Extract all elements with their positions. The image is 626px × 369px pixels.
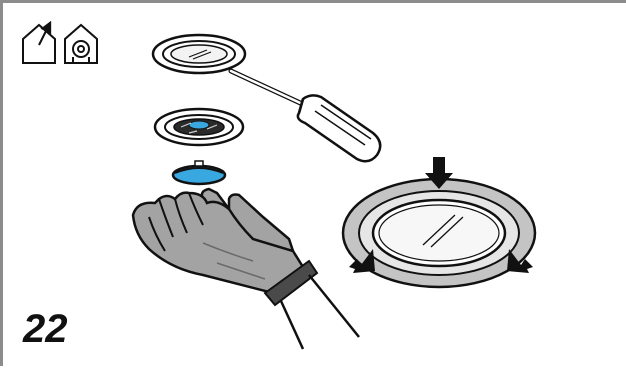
screwdriver-icon xyxy=(231,71,380,161)
lamp-holder xyxy=(155,109,243,145)
lamp-cover-top xyxy=(153,35,245,73)
led-lamp xyxy=(173,161,225,184)
exhaust-mode-icon xyxy=(23,25,55,63)
step-number: 22 xyxy=(23,309,68,349)
illustration xyxy=(3,3,626,369)
recirculation-mode-icon xyxy=(65,25,97,63)
gloved-hand xyxy=(133,189,359,349)
